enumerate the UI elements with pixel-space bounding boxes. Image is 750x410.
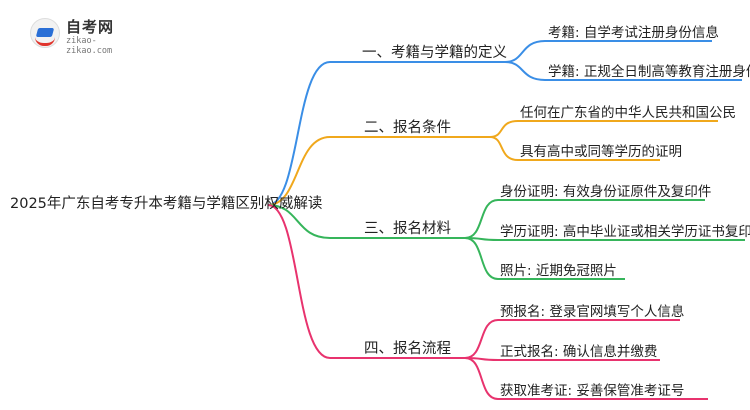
connector-b3-leaf-3 [464,237,625,280]
logo-name: 自考网 [66,18,115,36]
branch-materials: 三、报名材料 [364,221,451,237]
connector-b3-leaf-2 [464,237,745,241]
leaf-formal-registration: 正式报名: 确认信息并缴费 [500,344,658,360]
connector-b1-leaf-1 [504,40,712,63]
leaf-school-registration: 学籍: 正规全日制高等教育注册身份 [548,64,750,80]
leaf-exam-registration: 考籍: 自学考试注册身份信息 [548,25,719,41]
leaf-education-proof: 具有高中或同等学历的证明 [520,144,682,160]
connector-root-branch-4 [267,204,465,359]
connector-root-branch-3 [267,204,465,239]
logo-url: zikao-zikao.com [66,36,113,56]
leaf-pre-registration: 预报名: 登录官网填写个人信息 [500,304,685,320]
connector-b2-leaf-1 [489,120,718,138]
root-topic: 2025年广东自考专升本考籍与学籍区别权威解读 [10,196,323,212]
leaf-admission-ticket: 获取准考证: 妥善保管准考证号 [500,383,685,399]
leaf-diploma-proof: 学历证明: 高中毕业证或相关学历证书复印件 [500,224,750,240]
connector-b3-leaf-1 [464,199,705,239]
connector-b2-leaf-2 [489,136,660,161]
connector-b1-leaf-2 [504,61,742,81]
connector-root-branch-2 [267,136,490,206]
leaf-identity-proof: 身份证明: 有效身份证原件及复印件 [500,184,712,200]
connector-b4-leaf-2 [464,357,660,361]
leaf-citizen: 任何在广东省的中华人民共和国公民 [520,105,736,121]
leaf-photo: 照片: 近期免冠照片 [500,263,617,279]
connector-b4-leaf-1 [464,319,680,359]
connector-b4-leaf-3 [464,357,708,400]
site-logo[interactable]: 自考网 zikao-zikao.com [28,14,138,56]
branch-process: 四、报名流程 [364,341,451,357]
branch-definition: 一、考籍与学籍的定义 [362,45,507,61]
connector-root-branch-1 [267,61,505,206]
branch-requirements: 二、报名条件 [364,120,451,136]
graduation-cap-icon [30,18,60,48]
